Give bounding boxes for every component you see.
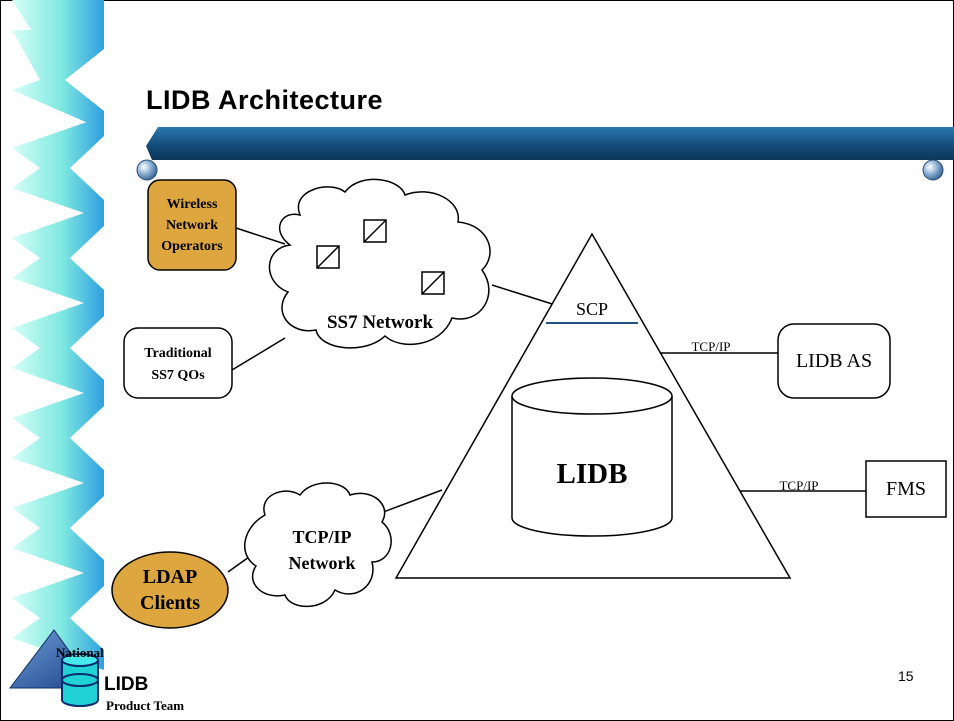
traditional-qos-box	[123, 327, 233, 399]
ldap-clients-ellipse	[111, 551, 229, 629]
ldap-line-2: Clients	[140, 592, 200, 614]
edge-wireless-ss7	[235, 227, 286, 245]
wireless-operators-box	[147, 179, 237, 271]
ldap-clients-label: LDAP Clients	[112, 564, 228, 616]
lidb-as-box	[777, 323, 891, 399]
lidb-database-cylinder	[511, 377, 673, 537]
bar-end-ball	[922, 159, 944, 181]
page-number: 15	[898, 668, 914, 684]
chevron-shape	[12, 386, 104, 490]
chevron-shape	[12, 476, 104, 580]
chevron-shape	[12, 296, 104, 400]
chevron-shape	[12, 566, 104, 670]
wireless-line-2: Network	[165, 218, 219, 233]
chevron-shape	[12, 206, 104, 310]
scp-label: SCP	[575, 299, 609, 319]
fms-label: FMS	[885, 478, 927, 500]
chevron-strip-decoration	[12, 0, 104, 670]
ss7-switches	[316, 219, 445, 295]
lidb-as-label: LIDB AS	[795, 350, 873, 372]
tcpip-network-cloud	[244, 482, 392, 608]
chevron-shape	[12, 30, 104, 130]
tcpip-network-line-2: Network	[288, 553, 356, 573]
fms-box	[865, 460, 947, 518]
ss7-network-label: SS7 Network	[326, 312, 434, 333]
bar-end-ball	[136, 159, 158, 181]
tcpip-network-label: TCP/IP Network	[262, 524, 382, 576]
wireless-line-1: Wireless	[166, 197, 218, 212]
edge-traditional-ss7	[231, 337, 286, 371]
wireless-operators-label: Wireless Network Operators	[148, 194, 236, 257]
traditional-qos-label: Traditional SS7 QOs	[124, 343, 232, 387]
logo-cylinder	[61, 660, 99, 707]
logo-text-national: National	[56, 645, 104, 660]
lidb-label: LIDB	[556, 458, 628, 490]
chevron-shape	[12, 116, 104, 220]
page-title: LIDB Architecture	[146, 85, 384, 115]
ss7-network-cloud	[268, 178, 491, 349]
wireless-line-3: Operators	[161, 239, 223, 254]
tcpip-edge-label-fms: TCP/IP	[779, 478, 819, 493]
ldap-line-1: LDAP	[142, 566, 198, 588]
national-lidb-logo	[8, 629, 99, 707]
tcpip-edge-label-lidb-as: TCP/IP	[691, 339, 731, 354]
tcpip-network-line-1: TCP/IP	[292, 527, 352, 547]
traditional-line-1: Traditional	[144, 346, 212, 361]
logo-text-lidb: LIDB	[104, 674, 149, 695]
traditional-line-2: SS7 QOs	[151, 368, 205, 383]
logo-text-product-team: Product Team	[106, 698, 185, 713]
title-bar-decoration	[136, 127, 954, 181]
